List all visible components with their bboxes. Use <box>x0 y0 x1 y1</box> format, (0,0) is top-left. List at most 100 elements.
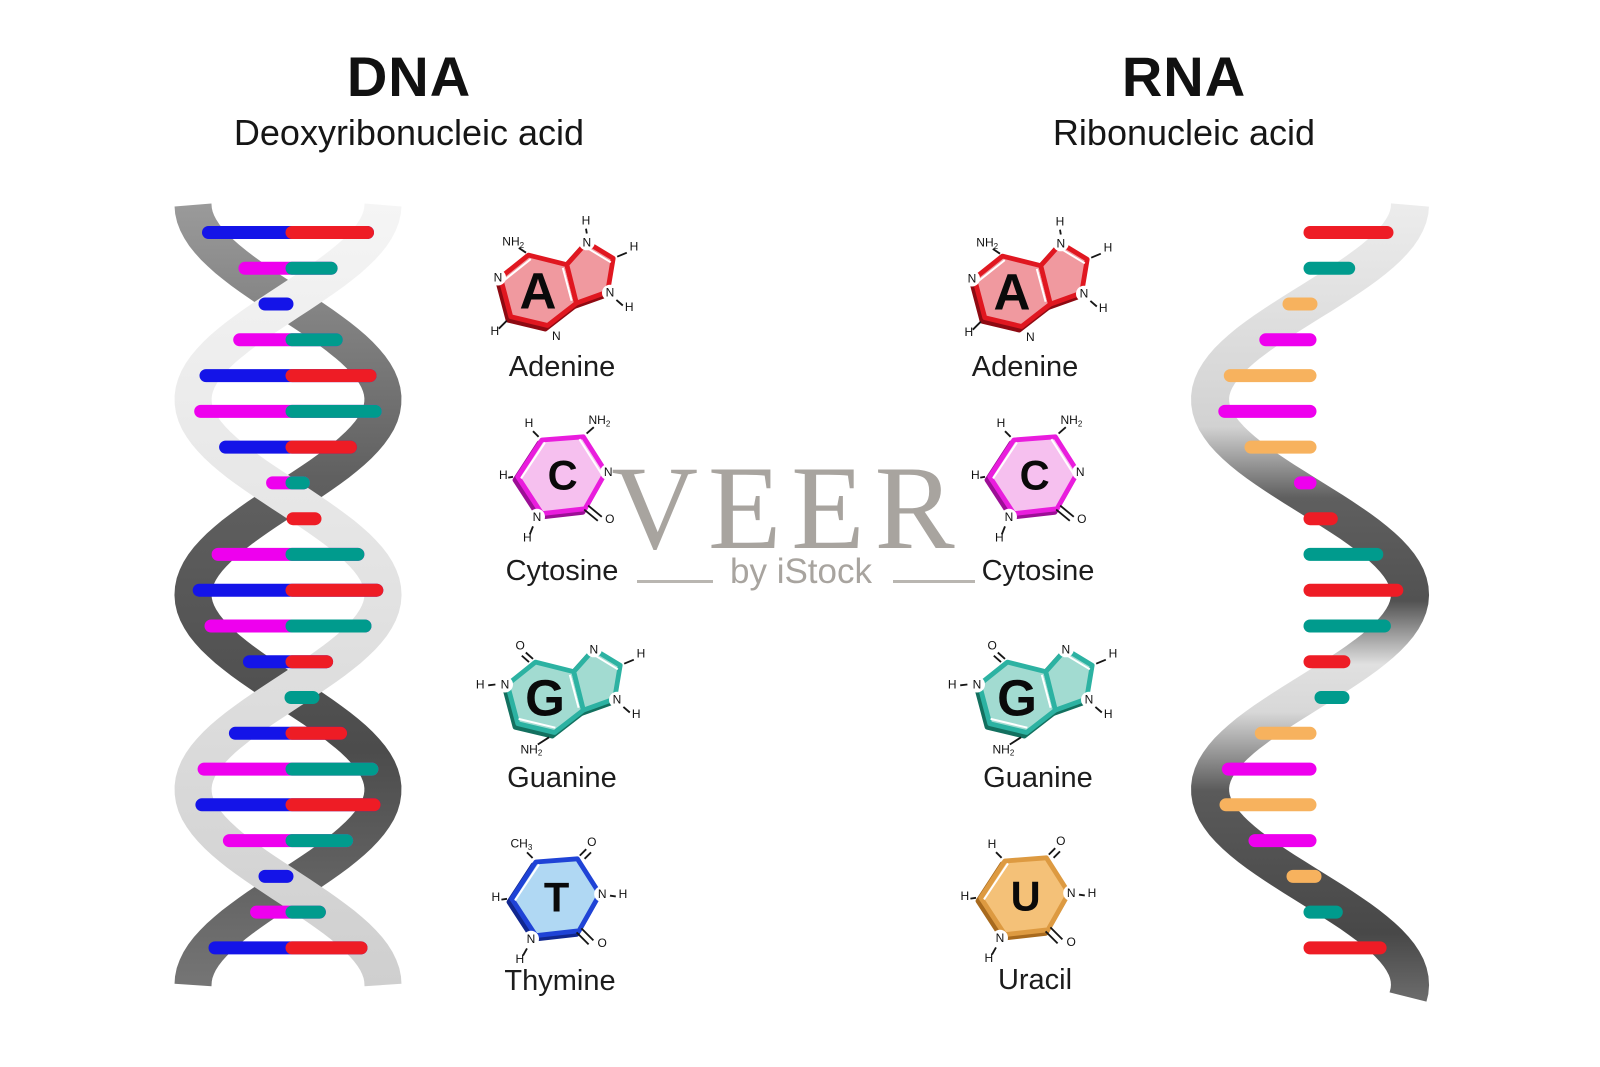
atom-label: H <box>523 531 532 545</box>
atom-label: NH2 <box>521 742 543 757</box>
atom-label: NH2 <box>976 236 998 251</box>
label-rna-adenine: Adenine <box>971 351 1079 383</box>
atom-label: N <box>604 465 613 479</box>
atom-label: N <box>1080 287 1089 301</box>
atom-label: NH2 <box>993 742 1015 757</box>
atom-label: H <box>490 324 499 338</box>
base-letter: C <box>1020 452 1050 499</box>
atom-label: N <box>589 642 598 656</box>
atom-label: NH2 <box>589 413 611 428</box>
atom-label: H <box>1088 886 1097 900</box>
atom-label: N <box>1005 510 1014 524</box>
atom-label: NH2 <box>1061 413 1083 428</box>
base-letter: A <box>520 263 557 320</box>
base-letter: T <box>544 874 569 921</box>
atom-label: N <box>968 272 977 286</box>
atom-label: H <box>1109 646 1118 660</box>
watermark-line-right <box>893 580 975 583</box>
atom-label: N <box>552 329 561 343</box>
atom-label: O <box>1077 512 1086 526</box>
base-letter: G <box>525 670 565 727</box>
atom-label: N <box>606 286 615 300</box>
rna-single-strand-illustration <box>1130 195 1450 1015</box>
dna-title: DNA <box>346 45 472 108</box>
atom-label: O <box>598 936 607 950</box>
label-rna-uracil: Uracil <box>997 964 1073 996</box>
base-letter: A <box>994 264 1031 321</box>
atom-label: N <box>582 235 591 249</box>
dna-subtitle: Deoxyribonucleic acid <box>233 112 585 153</box>
atom-label: N <box>533 510 542 524</box>
atom-label: H <box>964 325 973 339</box>
rna-base-bars <box>1218 226 1404 955</box>
atom-label: N <box>494 271 503 285</box>
atom-label: H <box>582 214 591 228</box>
watermark-line-left <box>637 580 713 583</box>
atom-label: H <box>1104 240 1113 254</box>
base-letter: G <box>997 670 1037 727</box>
atom-label: H <box>632 707 641 721</box>
atom-label: O <box>605 512 614 526</box>
dna-base-rungs <box>192 226 384 955</box>
rna-strand-svg <box>1191 203 1430 1002</box>
label-dna-cytosine: Cytosine <box>505 555 619 587</box>
atom-label: O <box>1067 935 1076 949</box>
watermark-brand: VEER <box>611 441 965 574</box>
label-dna-adenine: Adenine <box>508 351 616 383</box>
atom-label: O <box>516 638 525 652</box>
dna-helix-svg <box>174 203 402 987</box>
atom-label: N <box>527 932 536 946</box>
atom-label: N <box>1061 642 1070 656</box>
atom-label: H <box>984 951 993 965</box>
atom-label: H <box>997 416 1006 430</box>
label-rna-guanine: Guanine <box>983 762 1093 794</box>
atom-label: H <box>515 952 524 966</box>
label-rna-cytosine: Cytosine <box>981 555 1095 587</box>
rna-subtitle: Ribonucleic acid <box>1052 112 1316 153</box>
atom-label: H <box>525 416 534 430</box>
atom-label: CH3 <box>511 837 533 852</box>
watermark-byline: by iStock <box>730 552 872 591</box>
atom-label: H <box>499 468 508 482</box>
atom-label: H <box>971 468 980 482</box>
atom-label: H <box>476 678 485 692</box>
atom-label: O <box>988 638 997 652</box>
atom-label: N <box>501 678 510 692</box>
atom-label: N <box>1026 330 1035 344</box>
rna-ribbon <box>1191 203 1430 1002</box>
atom-label: N <box>1056 236 1065 250</box>
atom-label: H <box>1099 301 1108 315</box>
atom-label: H <box>1104 707 1113 721</box>
atom-label: N <box>1067 886 1076 900</box>
atom-label: N <box>973 678 982 692</box>
atom-label: H <box>960 889 969 903</box>
label-dna-guanine: Guanine <box>507 762 617 794</box>
atom-label: O <box>587 835 596 849</box>
atom-label: N <box>598 887 607 901</box>
atom-label: NH2 <box>502 235 524 250</box>
atom-label: H <box>491 890 500 904</box>
base-letter: U <box>1011 873 1041 920</box>
atom-label: H <box>948 678 957 692</box>
atom-label: N <box>1076 465 1085 479</box>
label-dna-thymine: Thymine <box>504 965 616 997</box>
atom-label: H <box>988 837 997 851</box>
atom-label: H <box>625 300 634 314</box>
atom-label: H <box>619 887 628 901</box>
rna-title: RNA <box>1121 45 1247 108</box>
